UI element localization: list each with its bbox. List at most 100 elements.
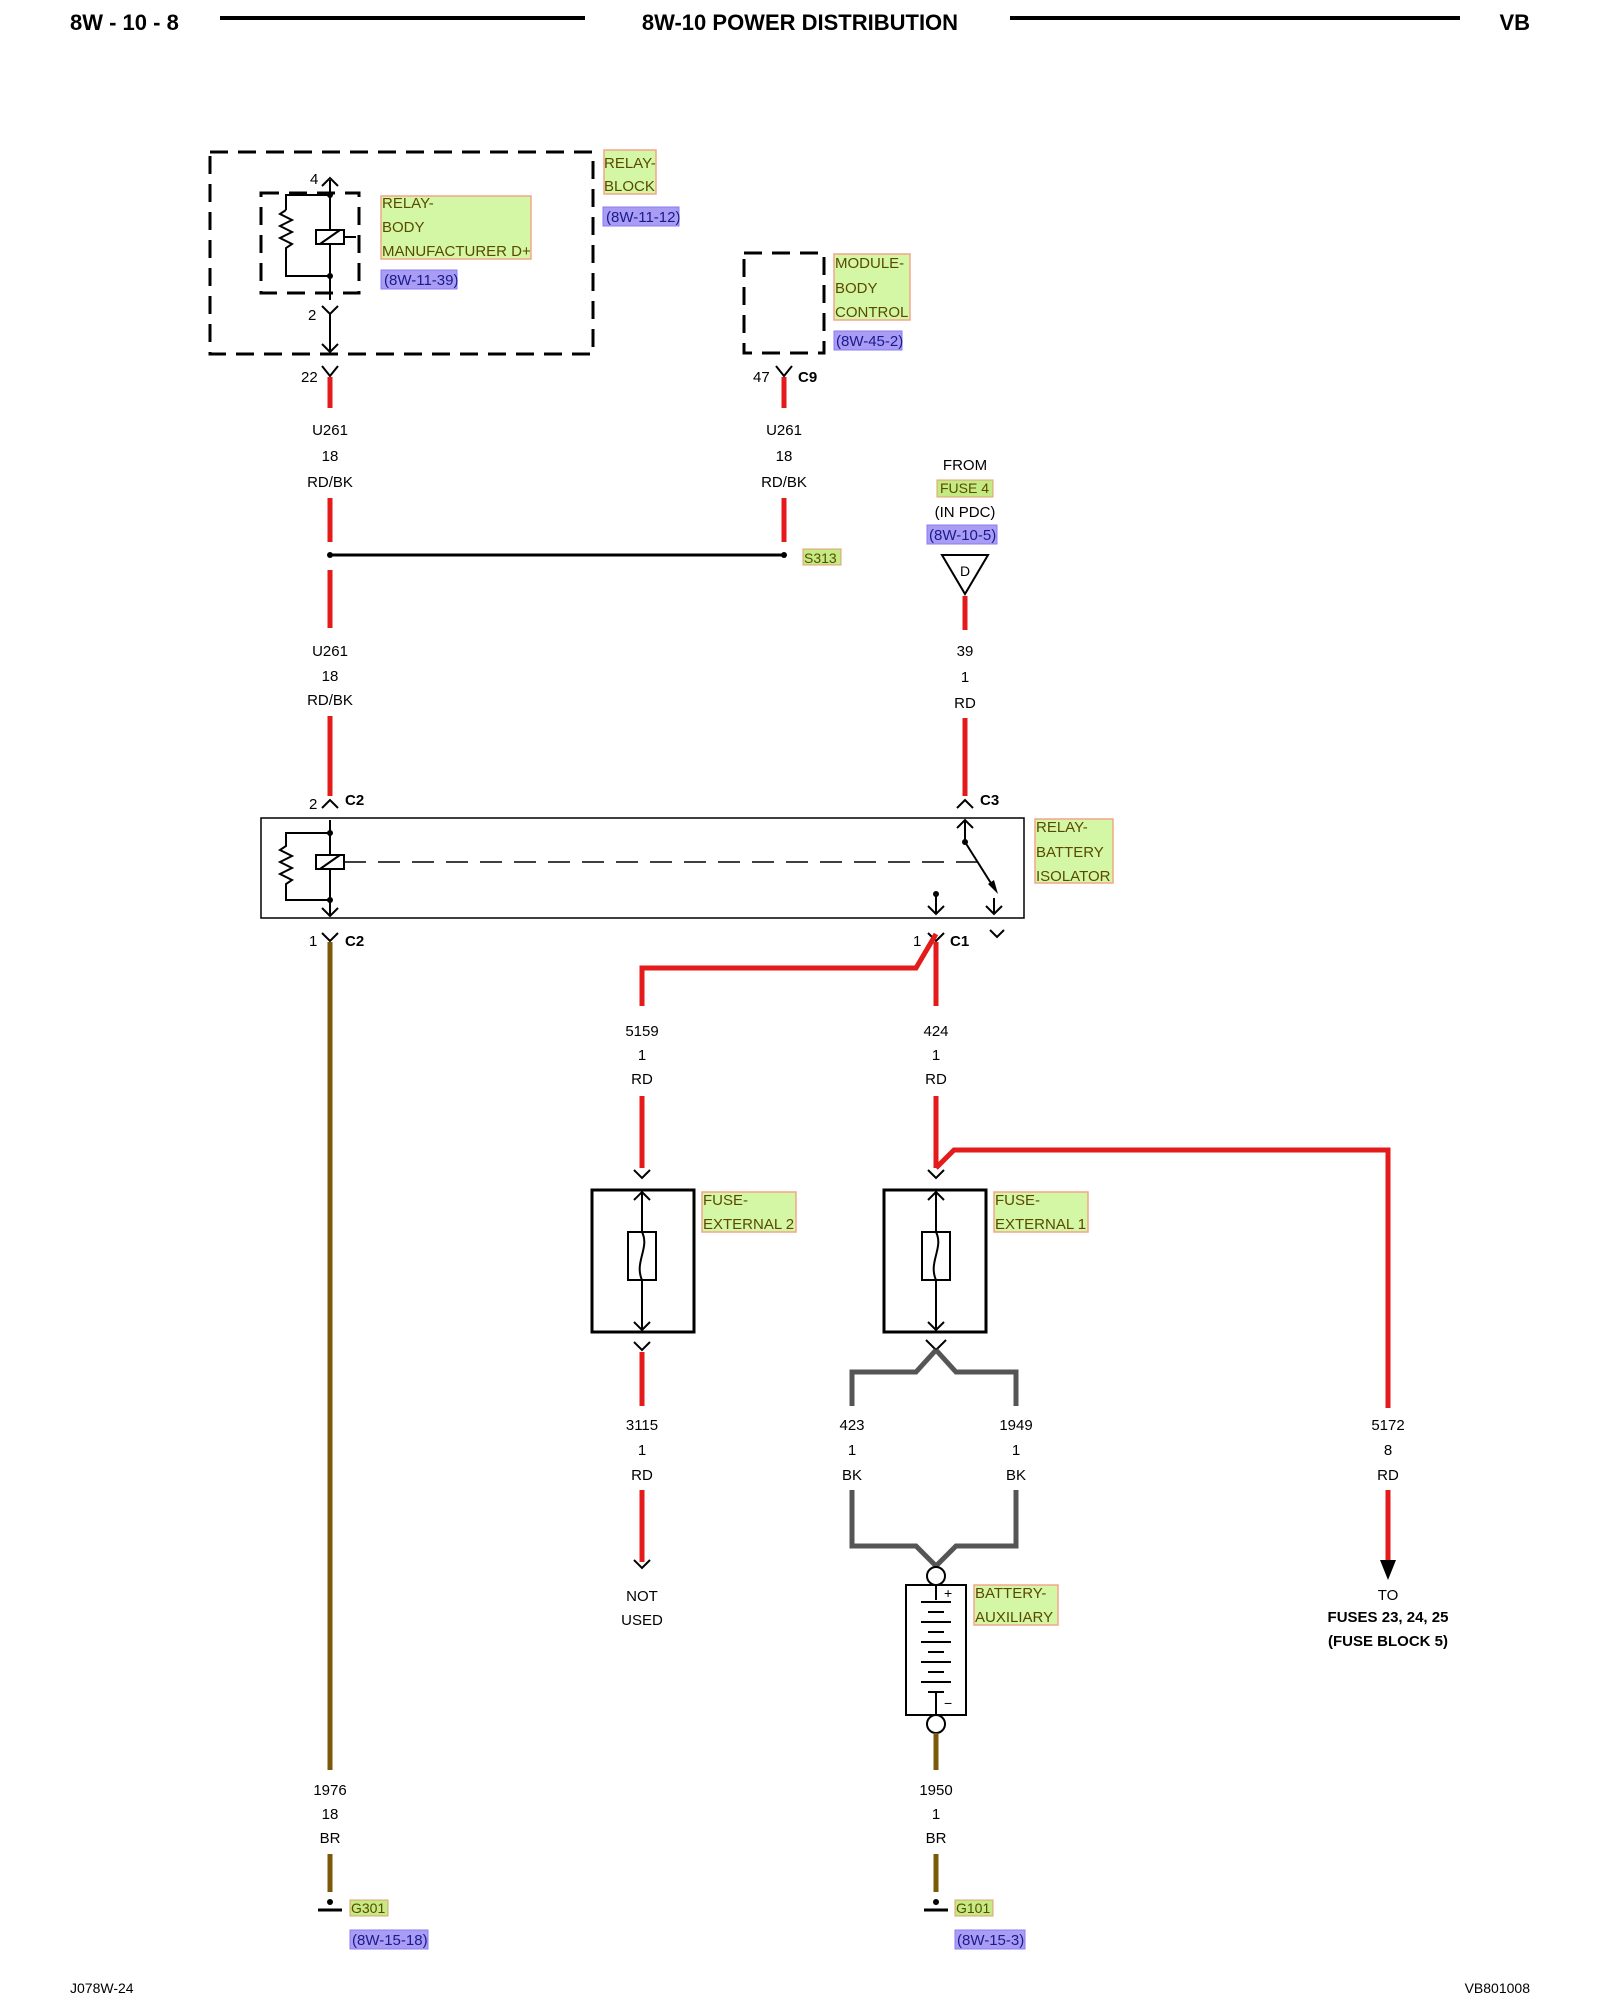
fuse-ext2-bottom-connector bbox=[633, 1341, 651, 1352]
wire-39-color: RD bbox=[954, 695, 976, 712]
wire-1949-bottom bbox=[934, 1490, 1019, 1568]
battery-minus: − bbox=[944, 1695, 952, 1711]
bcm-pin-47: 47 bbox=[753, 369, 770, 386]
wire-423-top bbox=[849, 1348, 938, 1406]
isolator-c2-bottom-symbol bbox=[321, 932, 339, 943]
relay-pin-4: 4 bbox=[310, 171, 318, 188]
bcm-label-bg bbox=[833, 253, 911, 321]
relay-body-mfr-ref[interactable]: (8W-11-39) bbox=[384, 272, 458, 289]
wire-1950-color: BR bbox=[926, 1830, 947, 1847]
battery-negative-terminal bbox=[926, 1714, 946, 1734]
wire-1949-circuit: 1949 bbox=[999, 1417, 1032, 1434]
splice-s313-label[interactable]: S313 bbox=[804, 550, 837, 566]
fuse-ext1-label-bg bbox=[993, 1191, 1089, 1233]
wire-5159-top bbox=[639, 932, 939, 1006]
wire-424-circuit: 424 bbox=[923, 1023, 948, 1040]
battery-positive-terminal bbox=[926, 1566, 946, 1586]
page-title: 8W-10 POWER DISTRIBUTION bbox=[642, 10, 958, 35]
relay-block-label-2: BLOCK bbox=[604, 178, 655, 195]
isolator-c1: C1 bbox=[950, 933, 969, 950]
source-ref[interactable]: (8W-10-5) bbox=[929, 527, 996, 544]
wire-1949-color: BK bbox=[1006, 1467, 1026, 1484]
fuse-ext1-label-1: FUSE- bbox=[995, 1192, 1040, 1209]
ground-g101-ref-bg[interactable] bbox=[954, 1929, 1026, 1950]
isolator-outline bbox=[260, 817, 1025, 919]
relay-block-label-1: RELAY- bbox=[604, 155, 656, 172]
isolator-c1-symbol bbox=[927, 932, 945, 943]
source-ref-bg[interactable] bbox=[926, 524, 998, 545]
fuse-ext2-symbol bbox=[627, 1190, 657, 1332]
splice-node-right bbox=[781, 552, 787, 558]
isolator-c2-top-symbol bbox=[321, 798, 339, 809]
isolator-c3-symbol bbox=[956, 798, 974, 809]
source-symbol-letter: D bbox=[960, 563, 970, 579]
wire-5172-arrow bbox=[1380, 1560, 1396, 1580]
wire-1949-gauge: 1 bbox=[1012, 1442, 1020, 1459]
fuse-ext1-top-connector bbox=[927, 1169, 945, 1180]
bcm-label-1: MODULE- bbox=[835, 255, 904, 272]
relay-body-mfr-label-3: MANUFACTURER D+ bbox=[382, 243, 531, 260]
relay-coil-symbol bbox=[277, 176, 356, 300]
relay-body-mfr-ref-bg[interactable] bbox=[380, 269, 458, 290]
relay-body-mfr-label-1: RELAY- bbox=[382, 195, 434, 212]
battery-label-bg bbox=[973, 1584, 1059, 1626]
wire-423-bottom bbox=[849, 1490, 938, 1568]
relay-pin-2-arrow bbox=[321, 343, 339, 354]
fuse-ext1-label-2: EXTERNAL 1 bbox=[995, 1216, 1086, 1233]
bcm-ref[interactable]: (8W-45-2) bbox=[836, 333, 903, 350]
wire-3115-circuit: 3115 bbox=[626, 1417, 658, 1434]
ground-g301-label[interactable]: G301 bbox=[351, 1900, 385, 1916]
relay-block-ref[interactable]: (8W-11-12) bbox=[606, 209, 680, 226]
ground-g301-ref-bg[interactable] bbox=[349, 1929, 429, 1950]
wire-5172-gauge: 8 bbox=[1384, 1442, 1392, 1459]
wire-5159-circuit: 5159 bbox=[625, 1023, 658, 1040]
battery-plus: + bbox=[944, 1585, 952, 1601]
relay-pin-2-connector bbox=[321, 305, 339, 316]
source-fuse-bg bbox=[936, 479, 994, 498]
wire-u261-a-circuit: U261 bbox=[312, 422, 348, 439]
wire-u261-a-color: RD/BK bbox=[307, 474, 353, 491]
isolator-switch-symbol bbox=[927, 818, 1005, 939]
isolator-label-1: RELAY- bbox=[1036, 819, 1088, 836]
battery-cells-symbol bbox=[921, 1585, 951, 1715]
ground-g101-label-bg bbox=[954, 1899, 994, 1917]
wire-u261-b-color: RD/BK bbox=[761, 474, 807, 491]
wire-u261-b-gauge: 18 bbox=[776, 448, 793, 465]
isolator-c2-top: C2 bbox=[345, 792, 364, 809]
isolator-label-3: ISOLATOR bbox=[1036, 868, 1111, 885]
wire-423-color: BK bbox=[842, 1467, 862, 1484]
relay-body-mfr-label-bg bbox=[380, 195, 532, 260]
isolator-c2-bottom: C2 bbox=[345, 933, 364, 950]
bcm-connector-c9: C9 bbox=[798, 369, 817, 386]
ground-g301-ref[interactable]: (8W-15-18) bbox=[352, 1932, 428, 1949]
relay-body-mfr-outline bbox=[259, 191, 361, 295]
ground-g301-label-bg bbox=[349, 1899, 389, 1917]
relay-block-label-bg bbox=[603, 149, 657, 195]
wire-u261-c-gauge: 18 bbox=[322, 668, 339, 685]
relay-block-ref-bg[interactable] bbox=[602, 206, 680, 227]
relay-body-mfr-label-2: BODY bbox=[382, 219, 425, 236]
isolator-coil-symbol bbox=[277, 820, 345, 918]
isolator-c1-pin: 1 bbox=[913, 933, 921, 950]
source-fuse[interactable]: FUSE 4 bbox=[940, 480, 989, 496]
footer-left-code: J078W-24 bbox=[70, 1980, 134, 1996]
relay-block-pin-22-symbol bbox=[321, 365, 339, 378]
footer-right-code: VB801008 bbox=[1465, 1980, 1531, 1996]
wire-5159-color: RD bbox=[631, 1071, 653, 1088]
isolator-c3: C3 bbox=[980, 792, 999, 809]
wire-1950-gauge: 1 bbox=[932, 1806, 940, 1823]
to-label: TO bbox=[1378, 1587, 1399, 1604]
source-location: (IN PDC) bbox=[935, 504, 996, 521]
bcm-ref-bg[interactable] bbox=[833, 330, 903, 351]
wire-5172-color: RD bbox=[1377, 1467, 1399, 1484]
ground-g101-ref[interactable]: (8W-15-3) bbox=[957, 1932, 1024, 1949]
fuse-ext1-bottom-connector bbox=[925, 1339, 947, 1352]
wire-u261-a-gauge: 18 bbox=[322, 448, 339, 465]
relay-block-outline bbox=[208, 150, 595, 356]
wire-1976-gauge: 18 bbox=[322, 1806, 339, 1823]
wire-1950-circuit: 1950 bbox=[919, 1782, 952, 1799]
splice-s313-label-bg bbox=[802, 548, 842, 566]
to-fuses: FUSES 23, 24, 25 bbox=[1328, 1609, 1449, 1626]
ground-g101-label[interactable]: G101 bbox=[956, 1900, 990, 1916]
